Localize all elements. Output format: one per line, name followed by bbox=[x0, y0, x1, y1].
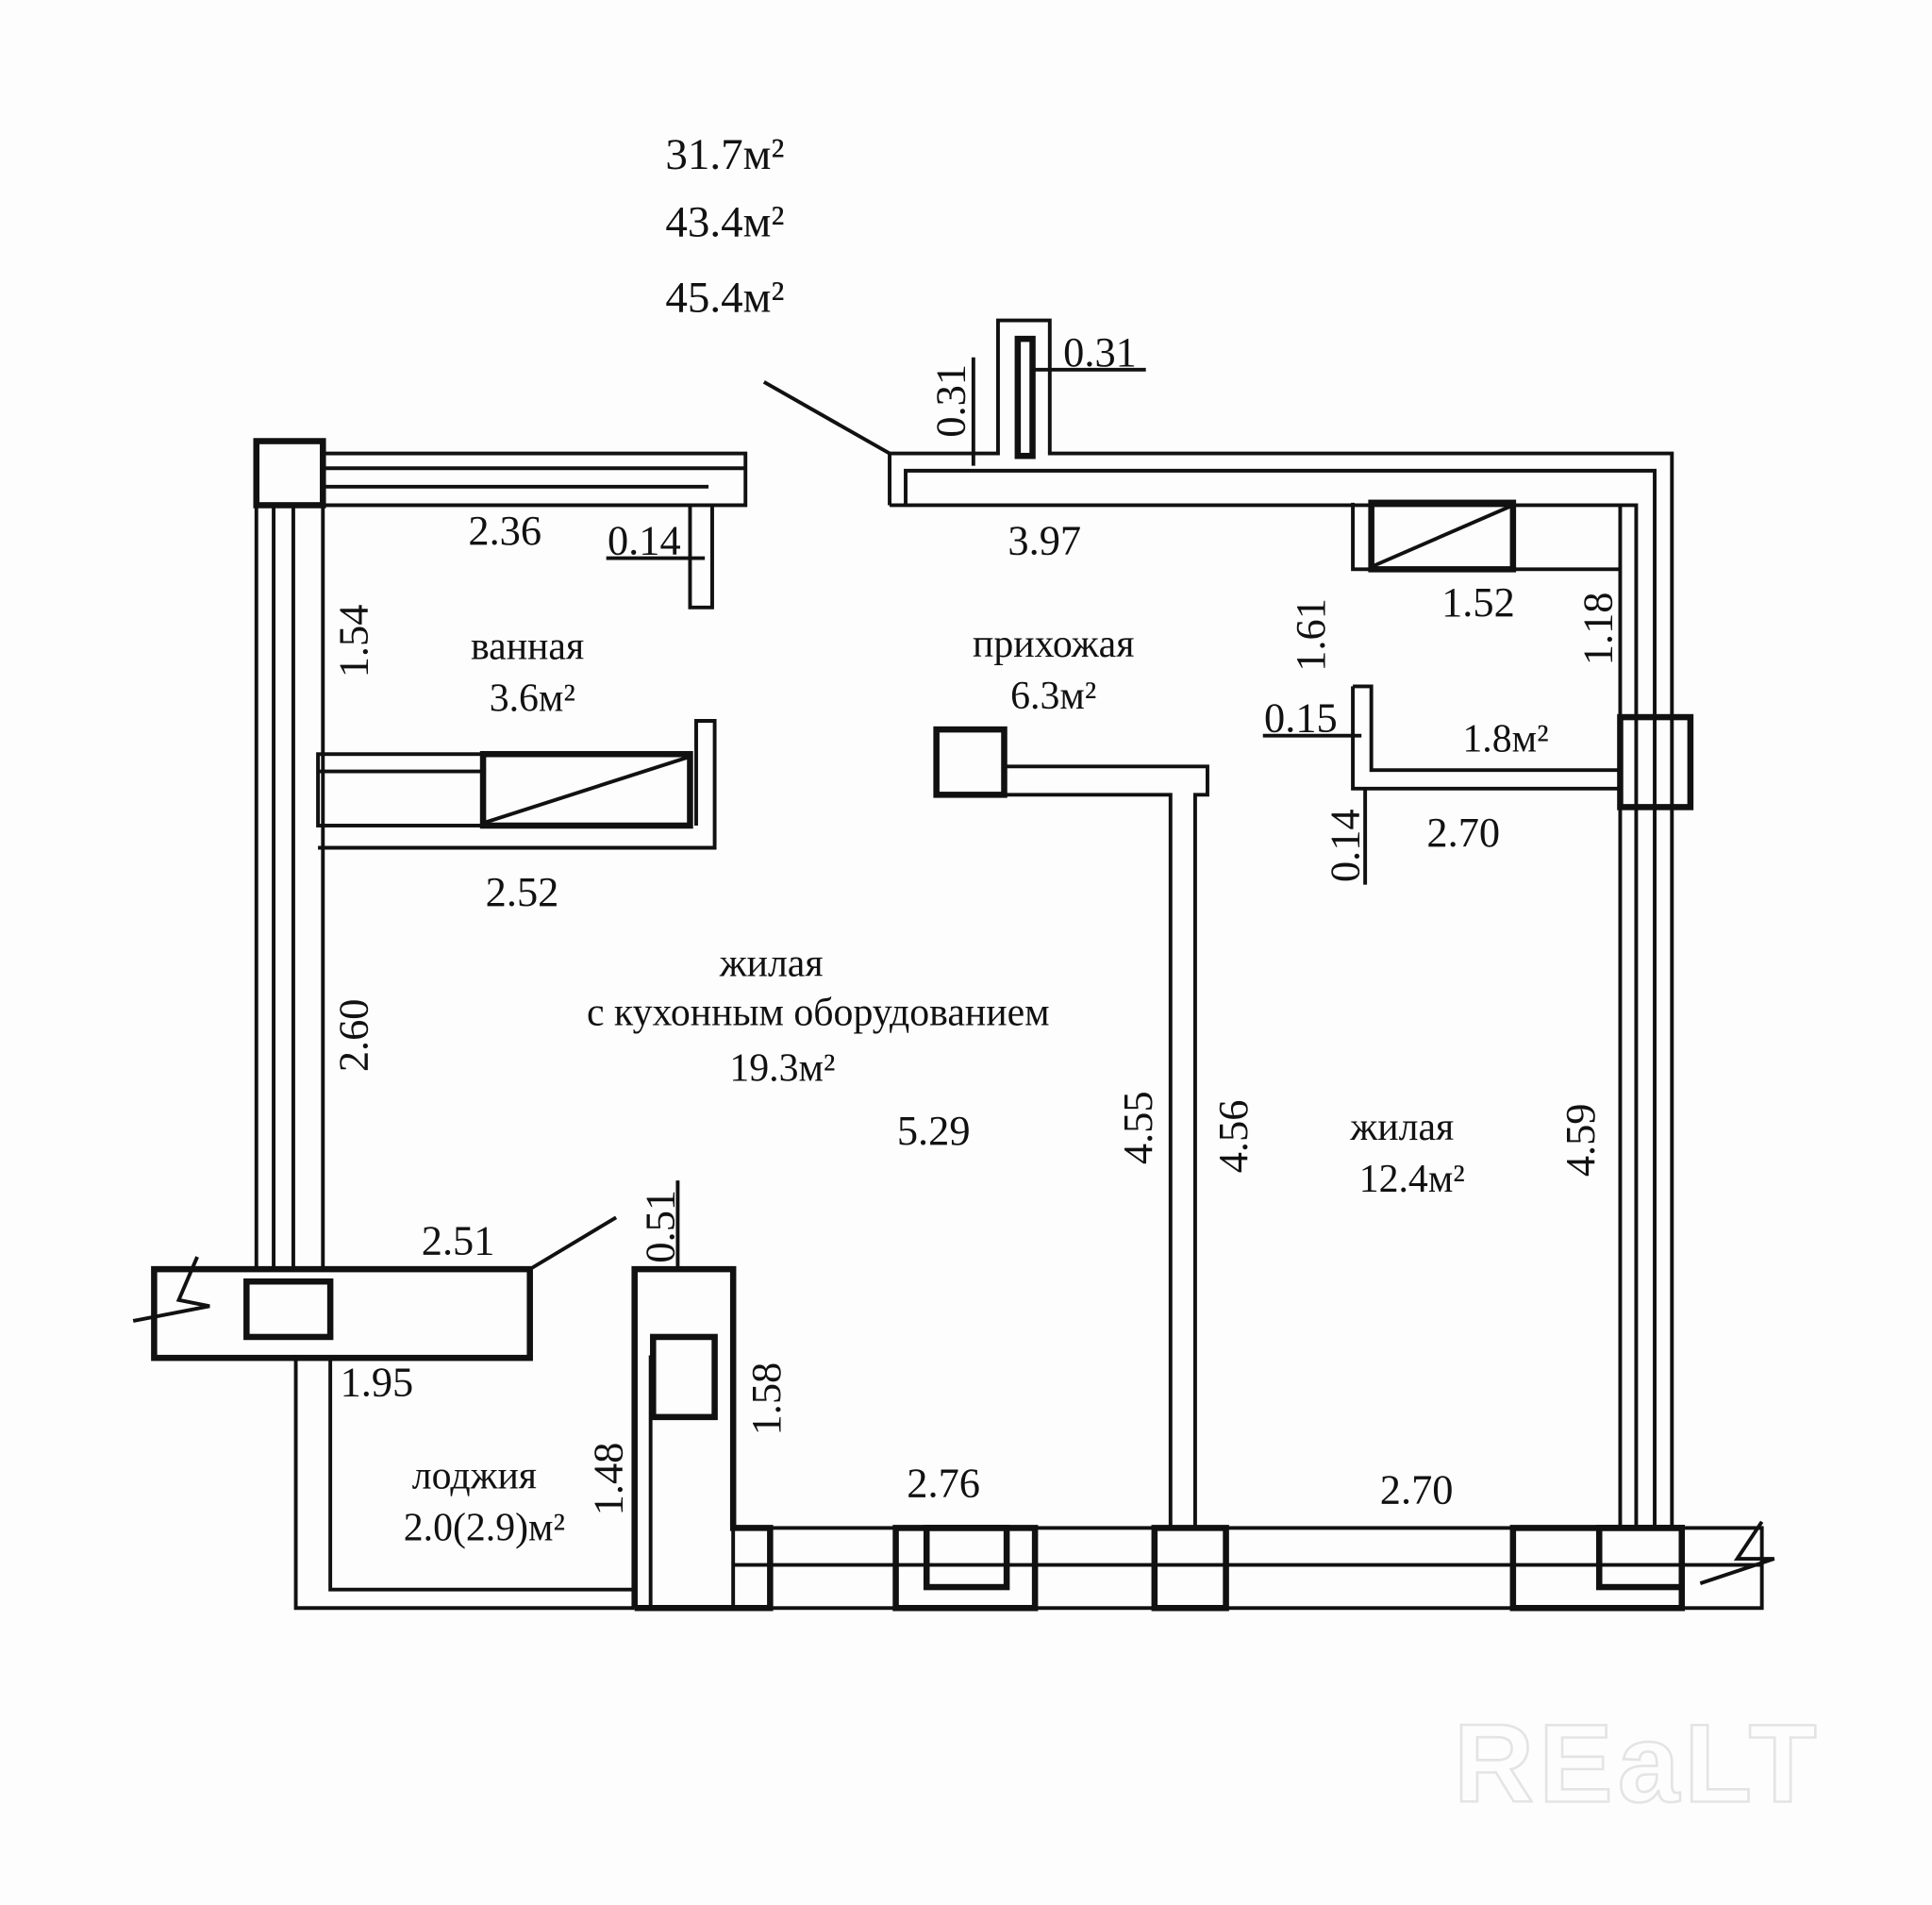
dim-loggia-bottom: 1.95 bbox=[341, 1359, 414, 1406]
room-hallway-name: прихожая bbox=[973, 623, 1134, 666]
dimensions: 0.31 0.31 2.36 0.14 1.54 2.52 3.97 1.52 … bbox=[329, 328, 1621, 1515]
dim-column-height: 1.58 bbox=[742, 1362, 790, 1436]
dim-storage-stub: 0.15 bbox=[1264, 694, 1338, 742]
room-kitchen-name-2: с кухонным оборудованием bbox=[587, 992, 1050, 1035]
dim-loggia-side: 1.48 bbox=[585, 1443, 632, 1516]
total-area-with-loggia: 45.4м² bbox=[665, 273, 784, 322]
room-hallway-area: 6.3м² bbox=[1010, 675, 1096, 718]
dim-bedroom-bottom: 2.70 bbox=[1380, 1465, 1454, 1512]
watermark-logo: REaLT bbox=[1454, 1701, 1822, 1825]
dim-bath-top: 2.36 bbox=[468, 507, 541, 554]
room-bathroom-area: 3.6м² bbox=[490, 677, 575, 721]
dim-kitchen-bottom: 2.76 bbox=[907, 1460, 980, 1507]
leader-line bbox=[762, 380, 891, 456]
room-kitchen-area: 19.3м² bbox=[729, 1046, 835, 1090]
room-kitchen-name-1: жилая bbox=[719, 942, 824, 985]
total-area: 43.4м² bbox=[665, 198, 784, 247]
dim-bedroom-left: 4.56 bbox=[1209, 1100, 1257, 1174]
dim-storage-wall: 0.14 bbox=[1322, 809, 1369, 882]
dim-chimney-v: 0.31 bbox=[927, 364, 974, 438]
dim-kitchen-right: 4.55 bbox=[1114, 1091, 1161, 1164]
dim-bath-bottom: 2.52 bbox=[486, 868, 559, 915]
dim-column-width: 0.51 bbox=[636, 1190, 683, 1263]
dim-hall-top: 3.97 bbox=[1008, 517, 1081, 564]
room-bedroom-name: жилая bbox=[1349, 1106, 1454, 1149]
dim-bedroom-right: 4.59 bbox=[1557, 1103, 1604, 1177]
dim-bath-stub: 0.14 bbox=[608, 517, 681, 564]
room-storage-area: 1.8м² bbox=[1462, 718, 1548, 761]
dim-bath-side: 1.54 bbox=[329, 605, 376, 678]
room-bedroom-area: 12.4м² bbox=[1359, 1158, 1465, 1201]
dim-kitchen-left: 2.60 bbox=[329, 998, 376, 1072]
room-bathroom-name: ванная bbox=[471, 626, 584, 669]
walls bbox=[132, 318, 1775, 1612]
dim-hall-side: 1.61 bbox=[1287, 598, 1334, 672]
dim-right-upper: 1.18 bbox=[1574, 593, 1621, 666]
dim-chimney-h: 0.31 bbox=[1063, 328, 1137, 376]
room-loggia-name: лоджия bbox=[412, 1455, 537, 1498]
dim-loggia-top: 2.51 bbox=[422, 1216, 495, 1263]
bath-fixture bbox=[479, 750, 693, 829]
dim-kitchen-depth: 5.29 bbox=[897, 1107, 971, 1154]
dim-hall-box: 1.52 bbox=[1441, 578, 1515, 626]
dim-bedroom-top: 2.70 bbox=[1426, 809, 1500, 856]
room-loggia-area: 2.0(2.9)м² bbox=[404, 1506, 565, 1549]
living-area-total: 31.7м² bbox=[665, 130, 784, 179]
